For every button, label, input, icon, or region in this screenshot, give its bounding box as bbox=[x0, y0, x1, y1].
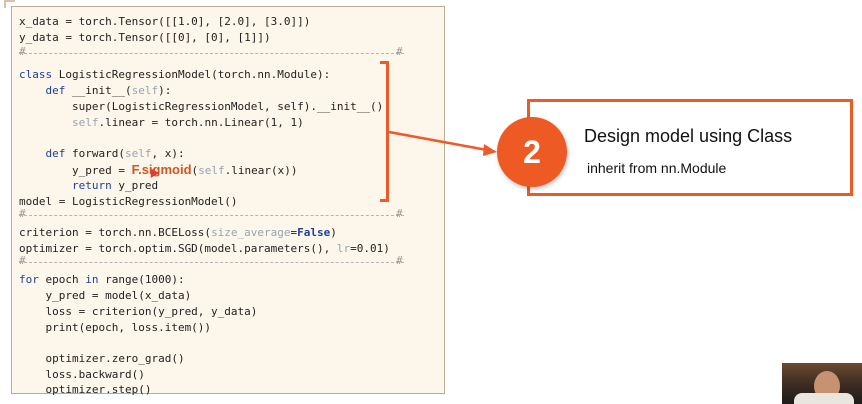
presenter-video-thumbnail bbox=[782, 363, 862, 404]
code-separator-1 bbox=[19, 53, 404, 54]
code-line-step: optimizer.step() bbox=[19, 383, 152, 396]
range-call: range(1000): bbox=[98, 273, 185, 286]
forward-tail: , x): bbox=[151, 147, 185, 160]
separator-hash-left: # bbox=[19, 45, 26, 58]
indent bbox=[19, 116, 72, 129]
step-badge: 2 bbox=[497, 117, 567, 187]
code-line-return: return y_pred bbox=[19, 178, 158, 193]
code-panel: x_data = torch.Tensor([[1.0], [2.0], [3.… bbox=[11, 6, 445, 396]
highlight-bracket bbox=[380, 61, 389, 202]
init-tail: ): bbox=[158, 84, 172, 97]
keyword-return: return bbox=[19, 179, 112, 192]
keyword-class: class bbox=[19, 68, 53, 81]
keyword-def: def bbox=[19, 147, 66, 160]
linear-assign: .linear = torch.nn.Linear(1, 1) bbox=[98, 116, 304, 129]
separator-hash-right: # bbox=[396, 254, 403, 267]
code-line-zero-grad: optimizer.zero_grad() bbox=[19, 352, 185, 365]
size-average-arg: size_average bbox=[211, 226, 291, 239]
presenter-shirt bbox=[794, 393, 854, 404]
code-line-1: x_data = torch.Tensor([[1.0], [2.0], [3.… bbox=[19, 15, 311, 28]
init-name: __init__( bbox=[65, 84, 132, 97]
paren-close: ) bbox=[330, 226, 337, 239]
lr-arg: lr bbox=[336, 242, 351, 255]
code-line-forward-pass: y_pred = model(x_data) bbox=[19, 289, 192, 302]
code-line-print: print(epoch, loss.item()) bbox=[19, 321, 212, 334]
separator-hash-left: # bbox=[19, 207, 26, 220]
separator-hash-right: # bbox=[396, 207, 403, 220]
callout-title: Design model using Class bbox=[584, 126, 793, 146]
separator-hash-left: # bbox=[19, 254, 26, 267]
code-line-init: def __init__(self): bbox=[19, 83, 171, 98]
code-line-backward: loss.backward() bbox=[19, 368, 145, 381]
sigmoid-highlight: F.sigmoid bbox=[131, 162, 192, 177]
code-line-loss: loss = criterion(y_pred, y_data) bbox=[19, 305, 258, 318]
code-line-2: y_data = torch.Tensor([[0], [0], [1]]) bbox=[19, 31, 271, 44]
forward-name: forward( bbox=[65, 147, 125, 160]
code-line-sigmoid: y_pred = F.sigmoid(self.linear(x)) bbox=[19, 162, 298, 177]
code-line-optimizer: optimizer = torch.optim.SGD(model.parame… bbox=[19, 241, 390, 256]
corner-mark bbox=[4, 0, 15, 8]
self-ref: self bbox=[198, 164, 225, 177]
linear-call: .linear(x)) bbox=[224, 164, 298, 177]
equals: = bbox=[290, 226, 298, 239]
callout-box: Design model using Class inherit from nn… bbox=[527, 99, 853, 196]
self-ref: self bbox=[71, 116, 99, 129]
paren-open: ( bbox=[191, 164, 199, 177]
step-number: 2 bbox=[523, 133, 541, 170]
code-line-linear: self.linear = torch.nn.Linear(1, 1) bbox=[19, 115, 304, 130]
self-param: self bbox=[131, 84, 159, 97]
code-separator-3 bbox=[19, 262, 404, 263]
code-line-criterion: criterion = torch.nn.BCELoss(size_averag… bbox=[19, 225, 337, 240]
loop-var: epoch bbox=[38, 273, 86, 286]
keyword-for: for bbox=[19, 273, 39, 286]
code-line-for: for epoch in range(1000): bbox=[19, 272, 185, 287]
class-declaration: LogisticRegressionModel(torch.nn.Module)… bbox=[52, 68, 331, 81]
code-line-forward: def forward(self, x): bbox=[19, 146, 185, 161]
keyword-def: def bbox=[19, 84, 66, 97]
lr-value: =0.01) bbox=[350, 242, 390, 255]
code-line-model: model = LogisticRegressionModel() bbox=[19, 195, 238, 208]
separator-hash-right: # bbox=[396, 45, 403, 58]
code-line-super: super(LogisticRegressionModel, self).__i… bbox=[19, 100, 384, 113]
keyword-in: in bbox=[85, 273, 99, 286]
criterion-head: criterion = torch.nn.BCELoss( bbox=[19, 226, 212, 239]
ypred-assign: y_pred = bbox=[19, 164, 132, 177]
self-param: self bbox=[124, 147, 152, 160]
code-separator-2 bbox=[19, 215, 404, 216]
return-value: y_pred bbox=[111, 179, 159, 192]
callout-subtitle: inherit from nn.Module bbox=[587, 160, 727, 176]
false-keyword: False bbox=[297, 226, 331, 239]
code-line-class: class LogisticRegressionModel(torch.nn.M… bbox=[19, 67, 330, 82]
optimizer-head: optimizer = torch.optim.SGD(model.parame… bbox=[19, 242, 337, 255]
